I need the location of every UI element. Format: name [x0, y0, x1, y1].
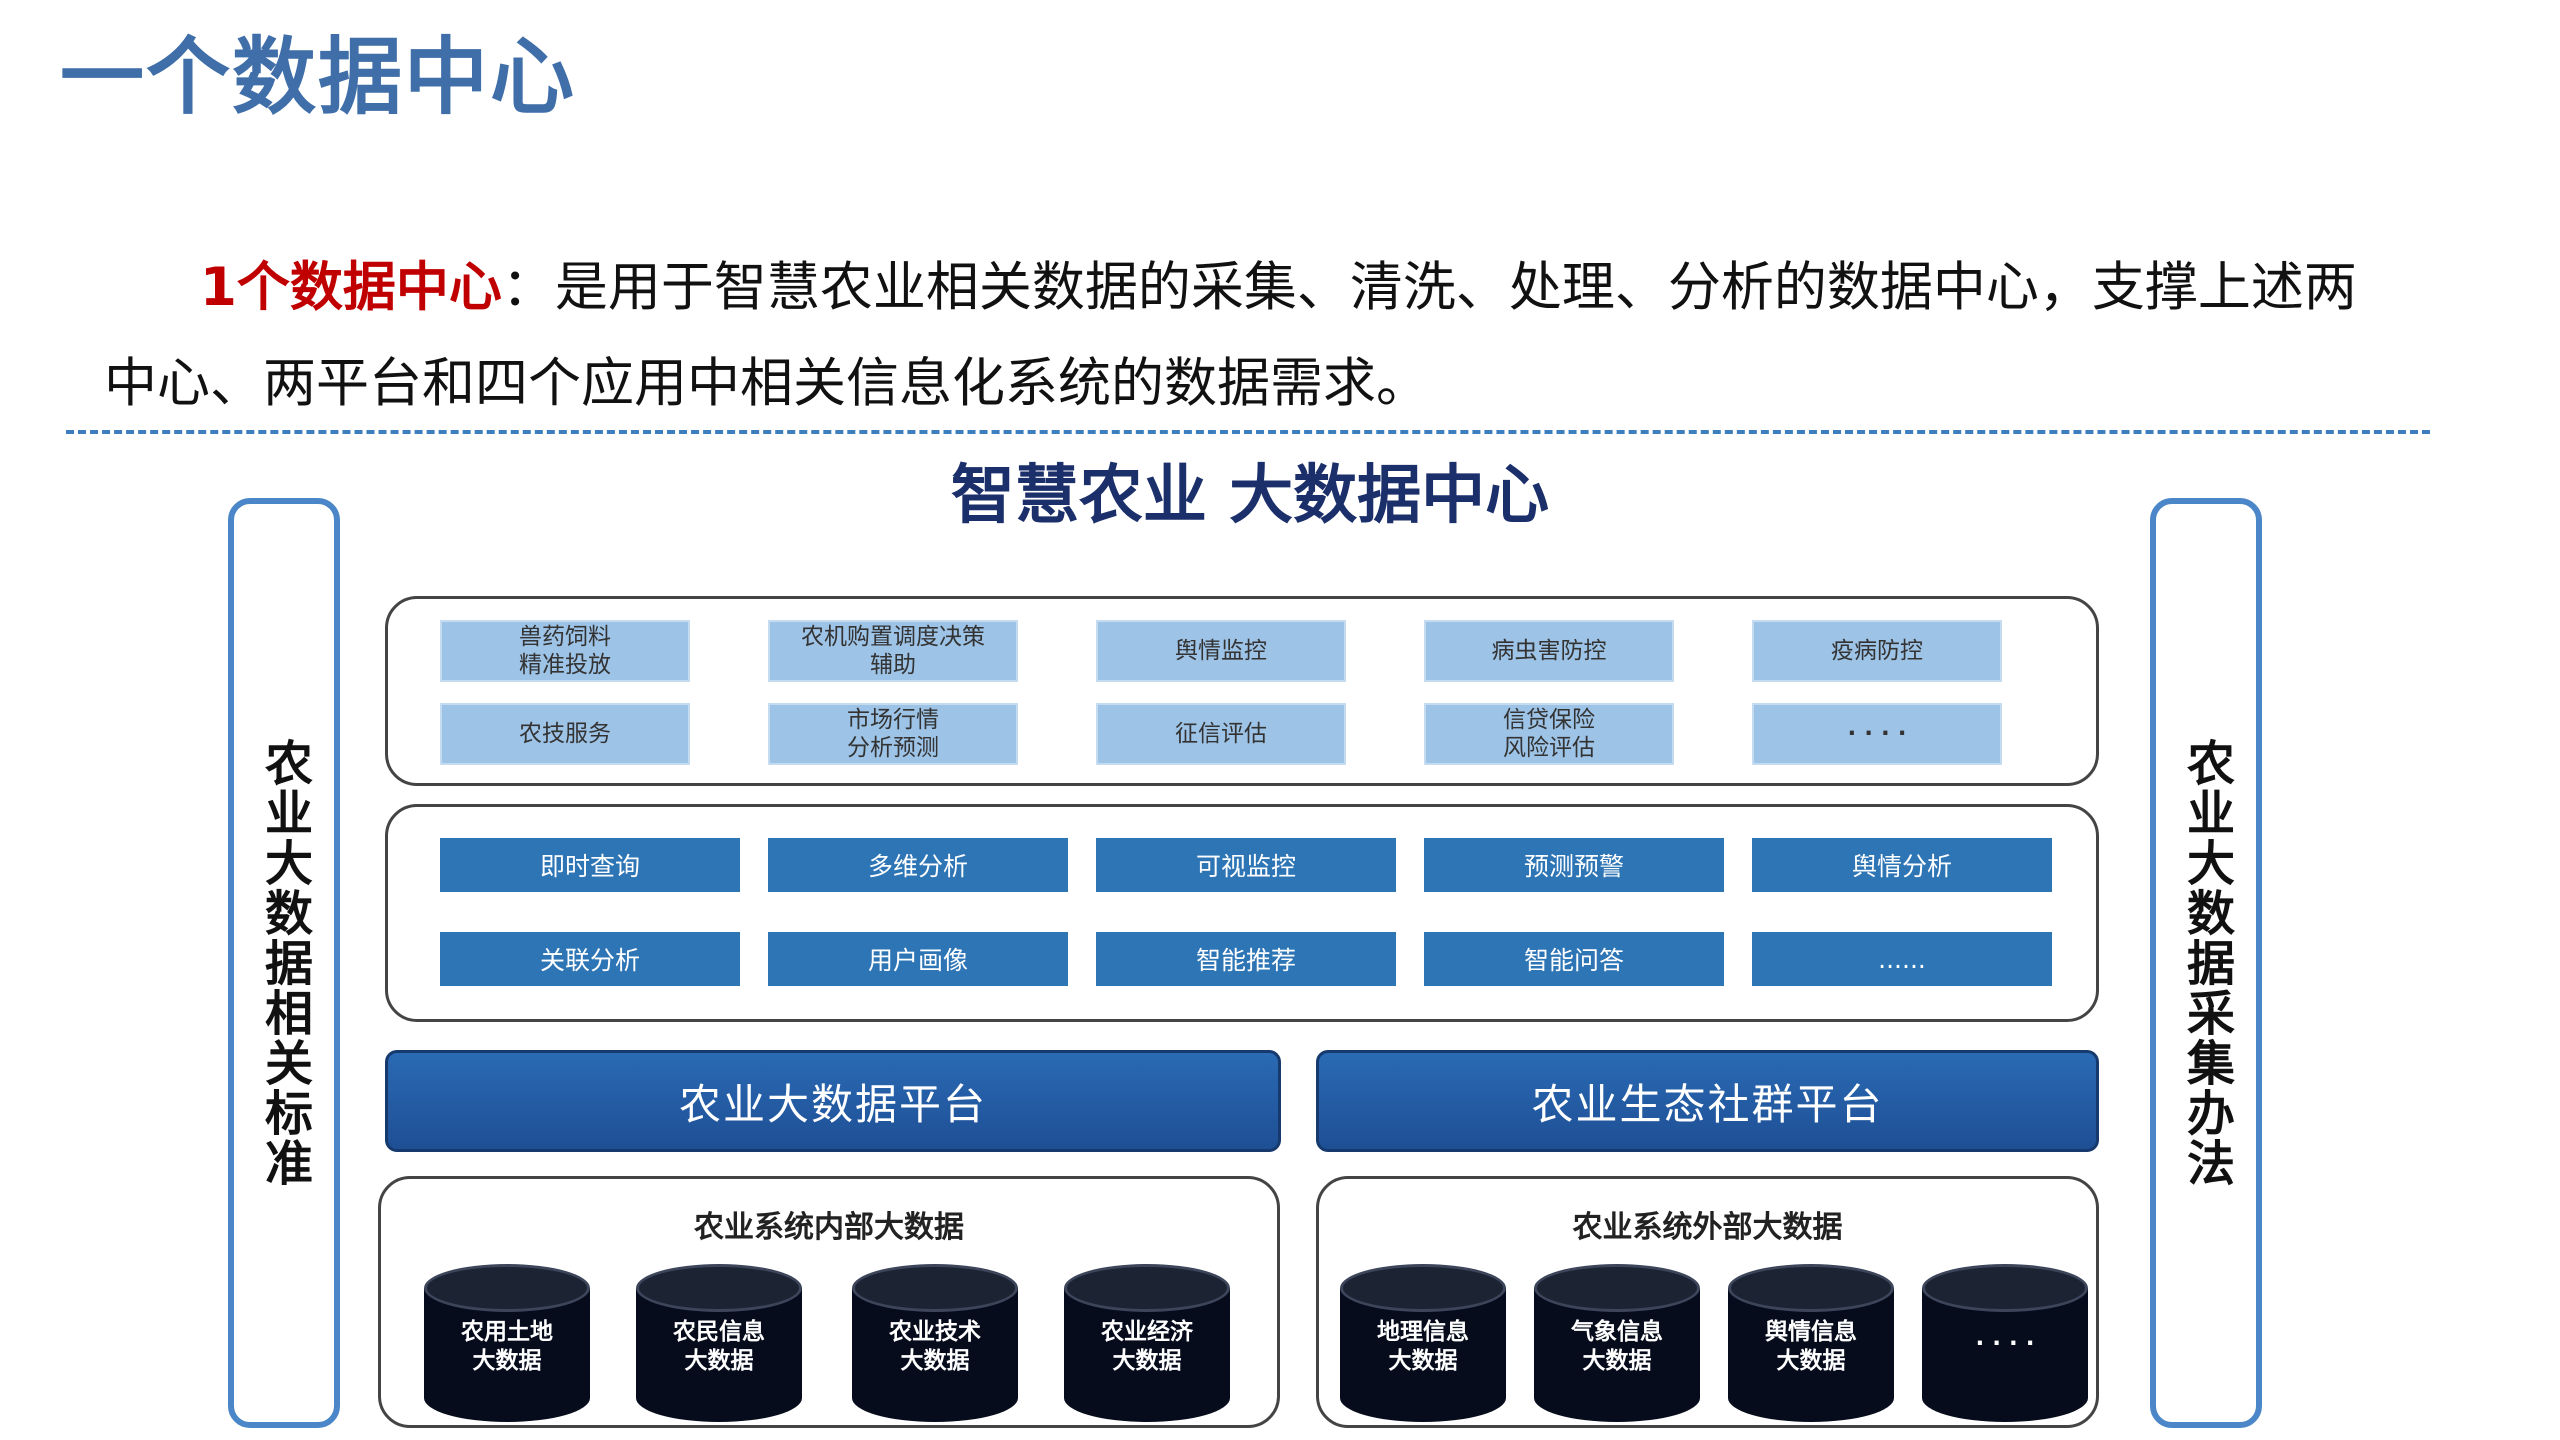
intro-highlight: 1个数据中心 [200, 257, 502, 318]
app-tile: 疫病防控 [1752, 620, 2002, 682]
right-side-label: 农业大数据采集办法 [2178, 738, 2234, 1188]
functions-panel [385, 804, 2099, 1022]
database-cylinder: 农民信息大数据 [636, 1264, 802, 1424]
cylinder-label: 大数据 [1112, 1348, 1182, 1374]
left-side-label: 农业大数据相关标准 [256, 738, 312, 1188]
agri-bigdata-platform: 农业大数据平台 [385, 1050, 1281, 1152]
database-cylinder: 农用土地大数据 [424, 1264, 590, 1424]
left-standards-panel: 农业大数据相关标准 [228, 498, 340, 1428]
app-tile: 舆情监控 [1096, 620, 1346, 682]
app-tile: 农机购置调度决策辅助 [768, 620, 1018, 682]
cylinder-label: · · · · [1975, 1331, 2035, 1357]
function-button: 舆情分析 [1752, 838, 2052, 892]
database-cylinder: 地理信息大数据 [1340, 1264, 1506, 1424]
cylinder-label: 农用土地 [461, 1319, 553, 1345]
cylinder-label: 大数据 [900, 1348, 970, 1374]
app-tile: 市场行情分析预测 [768, 703, 1018, 765]
app-tile-line: 辅助 [870, 652, 916, 678]
diagram-title: 智慧农业 大数据中心 [950, 459, 1550, 533]
intro-line-1: 1个数据中心：是用于智慧农业相关数据的采集、清洗、处理、分析的数据中心，支撑上述… [104, 240, 2404, 336]
cylinder-label: 地理信息 [1377, 1319, 1469, 1345]
app-tile: 信贷保险风险评估 [1424, 703, 1674, 765]
cylinder-label: 大数据 [684, 1348, 754, 1374]
cylinder-label: 大数据 [1582, 1348, 1652, 1374]
cylinder-label: 农民信息 [673, 1319, 765, 1345]
internal-data-title: 农业系统内部大数据 [694, 1210, 964, 1245]
app-tile-line: 舆情监控 [1175, 638, 1267, 664]
function-button: 即时查询 [440, 838, 740, 892]
function-button: 用户画像 [768, 932, 1068, 986]
function-button: 可视监控 [1096, 838, 1396, 892]
app-tile: 农技服务 [440, 703, 690, 765]
function-button: 智能问答 [1424, 932, 1724, 986]
function-button: ...... [1752, 932, 2052, 986]
app-tile-line: · · · · [1847, 721, 1907, 747]
app-tile-line: 信贷保险 [1503, 707, 1595, 733]
agri-ecosystem-community-platform: 农业生态社群平台 [1316, 1050, 2099, 1152]
intro-paragraph: 1个数据中心：是用于智慧农业相关数据的采集、清洗、处理、分析的数据中心，支撑上述… [104, 240, 2404, 432]
app-tile: 兽药饲料精准投放 [440, 620, 690, 682]
app-tile-line: 精准投放 [519, 652, 611, 678]
cylinder-label: 大数据 [1776, 1348, 1846, 1374]
external-data-title: 农业系统外部大数据 [1572, 1210, 1843, 1245]
function-button: 智能推荐 [1096, 932, 1396, 986]
app-tile-line: 征信评估 [1175, 721, 1267, 747]
app-tile: 病虫害防控 [1424, 620, 1674, 682]
cylinder-label: 大数据 [472, 1348, 542, 1374]
right-collection-panel: 农业大数据采集办法 [2150, 498, 2262, 1428]
dashed-divider [66, 430, 2430, 434]
app-tile-line: 兽药饲料 [519, 624, 611, 650]
database-cylinder: 农业技术大数据 [852, 1264, 1018, 1424]
cylinder-label: 大数据 [1388, 1348, 1458, 1374]
database-cylinder: · · · · [1922, 1264, 2088, 1424]
app-tile-line: 农机购置调度决策 [801, 624, 985, 650]
app-tile: 征信评估 [1096, 703, 1346, 765]
function-button: 预测预警 [1424, 838, 1724, 892]
function-button: 多维分析 [768, 838, 1068, 892]
intro-line-2: 中心、两平台和四个应用中相关信息化系统的数据需求。 [104, 353, 1429, 414]
cylinder-label: 气象信息 [1571, 1319, 1663, 1345]
app-tile-line: 风险评估 [1503, 735, 1595, 761]
app-tile: · · · · [1752, 703, 2002, 765]
database-cylinder: 舆情信息大数据 [1728, 1264, 1894, 1424]
cylinder-label: 舆情信息 [1765, 1319, 1857, 1345]
cylinder-label: 农业经济 [1101, 1319, 1193, 1345]
app-tile-line: 疫病防控 [1831, 638, 1923, 664]
page-title: 一个数据中心 [60, 28, 577, 126]
database-cylinder: 农业经济大数据 [1064, 1264, 1230, 1424]
intro-line-1-text: ：是用于智慧农业相关数据的采集、清洗、处理、分析的数据中心，支撑上述两 [501, 257, 2357, 318]
app-tile-line: 农技服务 [519, 721, 611, 747]
database-cylinder: 气象信息大数据 [1534, 1264, 1700, 1424]
app-tile-line: 病虫害防控 [1491, 638, 1607, 664]
cylinder-label: 农业技术 [889, 1319, 981, 1345]
function-button: 关联分析 [440, 932, 740, 986]
app-tile-line: 市场行情 [847, 707, 939, 733]
app-tile-line: 分析预测 [847, 735, 939, 761]
